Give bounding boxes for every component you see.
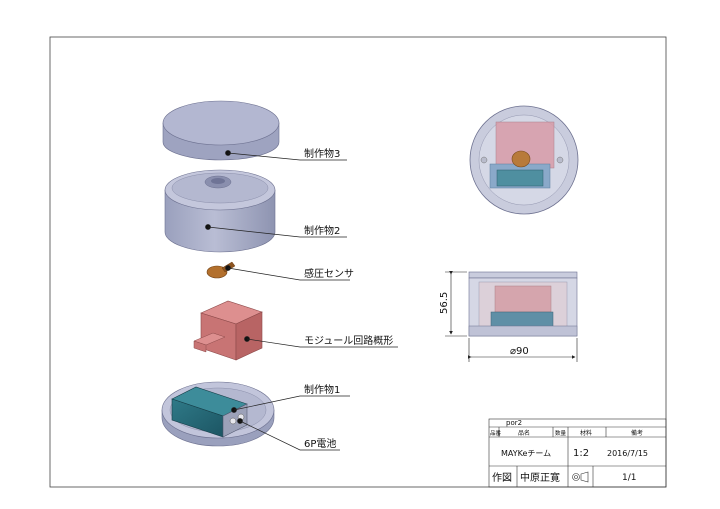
header-name: 品名: [518, 429, 530, 437]
top-view: [469, 105, 579, 215]
projection-symbol-icon: [572, 471, 589, 483]
label-body: 制作物2: [304, 224, 340, 237]
header-no: 品番: [490, 430, 502, 437]
team-name: MAYKeチーム: [501, 449, 551, 458]
label-battery: 6P電池: [304, 437, 336, 450]
battery-part: [171, 386, 248, 438]
title-part-id: por2: [506, 419, 522, 427]
body-part: [164, 169, 276, 253]
top-lid-part: [162, 100, 280, 161]
header-qty: 数量: [555, 429, 567, 437]
scale: 1:2: [573, 448, 589, 459]
front-view: [468, 271, 578, 337]
leader-lines: [205, 150, 398, 451]
drawing-date: 2016/7/15: [607, 449, 648, 458]
label-sensor: 感圧センサ: [304, 267, 354, 280]
drawer-name: 中原正寛: [520, 471, 560, 484]
header-material: 材料: [580, 429, 592, 437]
pressure-sensor-part: [206, 261, 236, 279]
sheet-number: 1/1: [622, 473, 636, 483]
label-module: モジュール回路概形: [304, 334, 393, 347]
dimension-lines: [445, 271, 578, 362]
dimension-diameter: ⌀90: [510, 346, 529, 357]
label-base: 制作物1: [304, 383, 340, 396]
drawn-label: 作図: [492, 472, 512, 484]
label-top-lid: 制作物3: [304, 147, 340, 160]
title-block: [488, 418, 667, 488]
header-remarks: 備考: [631, 429, 643, 437]
dimension-height: 56.5: [439, 292, 450, 314]
sheet-border: [49, 36, 667, 488]
module-part: [193, 300, 263, 361]
